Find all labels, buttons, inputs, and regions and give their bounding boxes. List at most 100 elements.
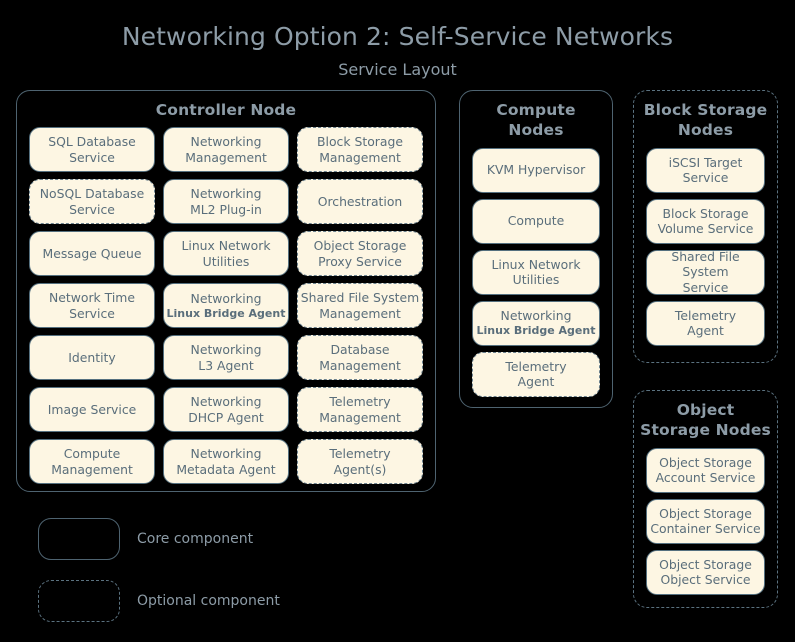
service-chip-label-line2: Linux Bridge Agent bbox=[166, 306, 286, 320]
service-chip[interactable]: Identity bbox=[29, 335, 155, 381]
compute-nodes-title: Compute Nodes bbox=[460, 91, 612, 148]
service-chip-label-line1: Shared File System bbox=[671, 248, 740, 280]
service-chip-label-line1: Object Storage bbox=[313, 238, 407, 254]
service-chip-label-line1: SQL Database bbox=[48, 134, 136, 150]
service-chip-label-line2: Management bbox=[319, 149, 401, 165]
service-chip-label-line2: Utilities bbox=[512, 272, 560, 288]
service-chip-label-line1: Linux Network bbox=[181, 238, 271, 254]
page-subtitle: Service Layout bbox=[338, 60, 457, 79]
service-chip-label-line2: Management bbox=[319, 409, 401, 425]
service-chip-label-line1: KVM Hypervisor bbox=[486, 162, 586, 178]
service-chip-label-line1: Block Storage bbox=[317, 134, 403, 150]
service-chip-label-line1: Database bbox=[330, 342, 390, 358]
object-storage-nodes-title-line2: Storage Nodes bbox=[640, 421, 771, 440]
service-chip-label-line1: Object Storage bbox=[659, 454, 752, 470]
service-chip[interactable]: Image Service bbox=[29, 387, 155, 433]
service-chip-label-line1: Telemetry bbox=[329, 394, 391, 410]
service-chip[interactable]: Orchestration bbox=[297, 179, 423, 225]
service-chip-label-line1: Networking bbox=[500, 308, 572, 324]
service-chip-label-line1: Image Service bbox=[47, 402, 137, 418]
controller-node-title: Controller Node bbox=[155, 101, 297, 119]
service-chip-label-line2: Linux Bridge Agent bbox=[476, 324, 596, 338]
service-chip-label-line2: Account Service bbox=[655, 470, 756, 486]
service-chip-label-line2: Management bbox=[51, 461, 133, 477]
service-chip-label-line1: NoSQL Database bbox=[39, 186, 145, 202]
page-title: Networking Option 2: Self-Service Networ… bbox=[121, 22, 674, 51]
legend-core-swatch bbox=[38, 518, 120, 560]
service-chip-label-line2: Agent bbox=[517, 374, 555, 390]
service-chip-label-line1: Linux Network bbox=[491, 256, 581, 272]
service-chip[interactable]: KVM Hypervisor bbox=[472, 147, 600, 193]
service-chip-label-line1: Object Storage bbox=[659, 505, 752, 521]
service-chip-label-line1: Identity bbox=[68, 350, 116, 366]
legend-optional-label: Optional component bbox=[137, 593, 280, 609]
service-chip-label-line1: Telemetry bbox=[505, 358, 567, 374]
block-storage-nodes-title: Block Storage Nodes bbox=[634, 91, 777, 148]
block-storage-nodes-title-line1: Block Storage bbox=[643, 101, 768, 119]
service-chip-label-line2: Management bbox=[319, 357, 401, 373]
object-storage-nodes-title-line1: Object bbox=[676, 401, 735, 419]
service-chip-label-line2: Management bbox=[185, 149, 267, 165]
service-chip-label-line2: Service bbox=[682, 170, 729, 186]
service-chip-label-line2: Agent bbox=[687, 323, 724, 339]
service-chip-label-line1: Orchestration bbox=[317, 194, 403, 210]
service-chip[interactable]: Message Queue bbox=[29, 231, 155, 277]
service-chip-label-line2: Object Service bbox=[660, 572, 751, 588]
service-chip-label-line2: Management bbox=[319, 305, 401, 321]
service-chip-label-line1: Message Queue bbox=[42, 246, 142, 262]
service-chip-label-line2: Service bbox=[69, 149, 115, 165]
service-chip-label-line1: Networking bbox=[190, 394, 262, 410]
object-storage-nodes-title: Object Storage Nodes bbox=[634, 391, 777, 448]
service-chip-label-line2: Agent(s) bbox=[333, 461, 387, 477]
service-chip-label-line1: Block Storage bbox=[662, 205, 749, 221]
block-storage-nodes-title-line2: Nodes bbox=[677, 121, 734, 140]
service-chip-label-line2: ML2 Plug-in bbox=[190, 201, 262, 217]
service-chip-label-line1: Networking bbox=[190, 186, 262, 202]
service-chip-label-line1: Networking bbox=[190, 134, 262, 150]
legend-core-label: Core component bbox=[137, 531, 254, 547]
service-chip-label-line2: Volume Service bbox=[657, 221, 754, 237]
service-chip-label-line1: Networking bbox=[190, 342, 262, 358]
legend-core-row: Core component bbox=[38, 518, 253, 560]
service-chip-label-line1: Networking bbox=[190, 290, 262, 306]
service-chip-label-line2: Container Service bbox=[650, 521, 761, 537]
service-chip-label-line1: Telemetry bbox=[329, 446, 391, 462]
service-chip-label-line1: Networking bbox=[190, 446, 262, 462]
service-chip[interactable]: Compute bbox=[472, 198, 600, 244]
